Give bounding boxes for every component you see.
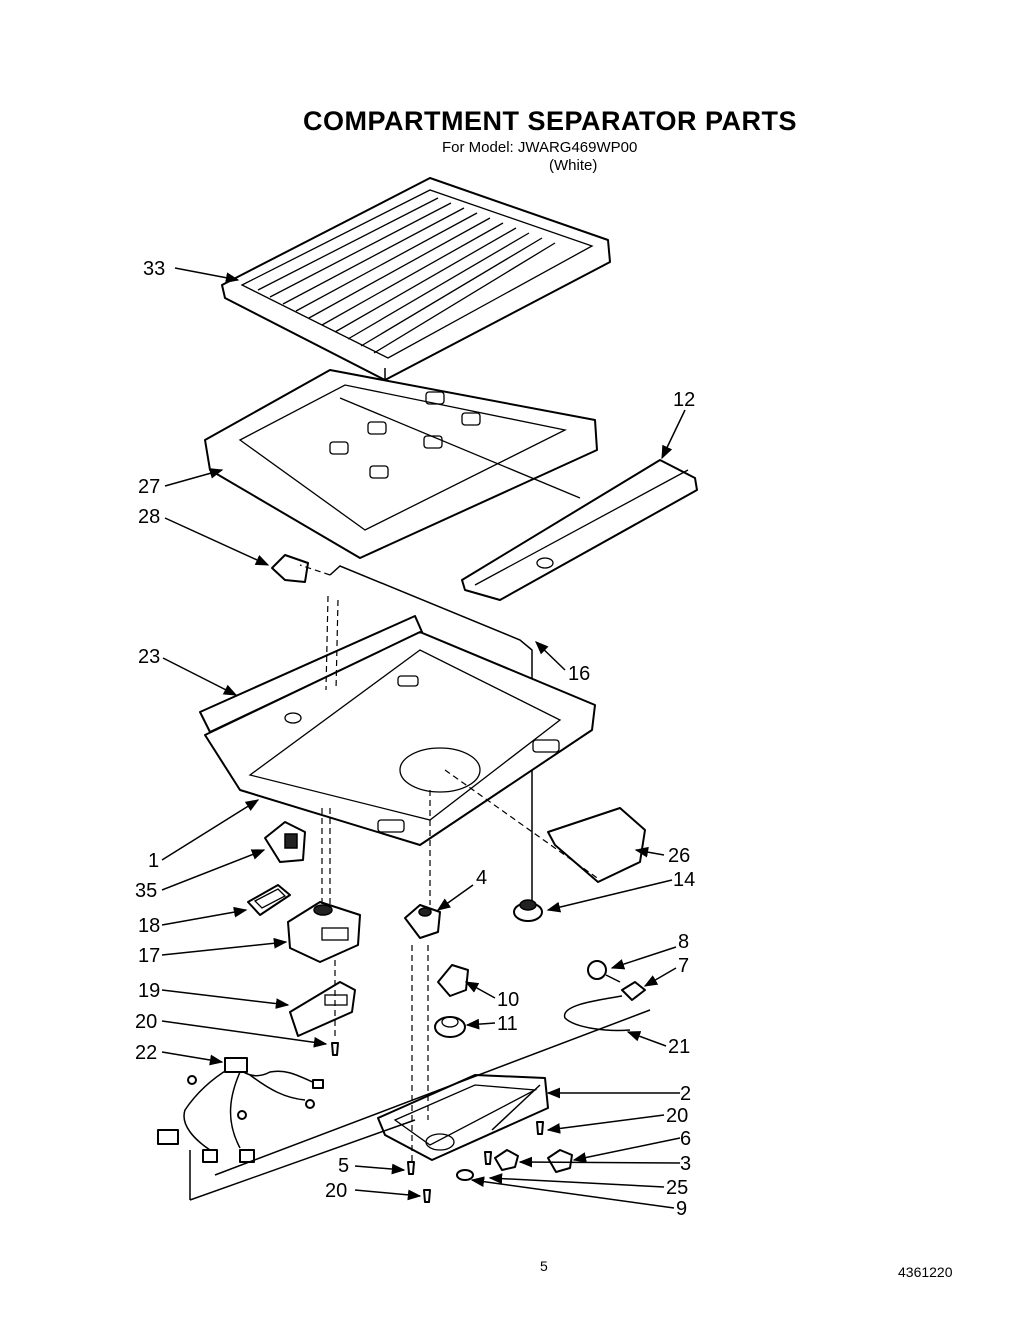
part-3-connector (494, 1149, 519, 1171)
connection-lines (189, 1009, 651, 1201)
part-18-filter (247, 884, 291, 916)
callout-33: 33 (143, 258, 165, 280)
page-number: 5 (540, 1258, 548, 1274)
callout-16: 16 (568, 663, 590, 685)
callout-10: 10 (497, 989, 519, 1011)
page-title: COMPARTMENT SEPARATOR PARTS (302, 106, 797, 136)
callout-28: 28 (138, 506, 160, 528)
part-26-insulation (547, 807, 646, 883)
part-17-housing (287, 901, 361, 963)
part-9-grommet (456, 1169, 474, 1181)
part-2-control-base (377, 1074, 549, 1161)
callout-2: 2 (680, 1083, 691, 1105)
callout-11: 11 (497, 1013, 518, 1035)
callout-25: 25 (666, 1177, 688, 1199)
callout-numbers: 33 12 27 28 23 16 1 35 26 14 4 18 17 8 7… (135, 258, 695, 1220)
callout-14: 14 (673, 869, 695, 891)
callout-20-b: 20 (666, 1105, 688, 1127)
document-number: 4361220 (898, 1264, 953, 1280)
callout-20-a: 20 (135, 1011, 157, 1033)
callout-4: 4 (476, 867, 487, 889)
callout-3: 3 (680, 1153, 691, 1175)
callout-35: 35 (135, 880, 157, 902)
part-33-grille (221, 177, 611, 381)
callout-27: 27 (138, 476, 160, 498)
callout-1: 1 (148, 850, 159, 872)
callout-26: 26 (668, 845, 690, 867)
callout-20-c: 20 (325, 1180, 347, 1202)
callout-9: 9 (676, 1198, 687, 1220)
part-14-grommet (513, 899, 543, 922)
model-line: For Model: JWARG469WP00 (442, 139, 638, 156)
part-20-screws (331, 1042, 544, 1203)
part-12-rail (461, 459, 698, 601)
color-line: (White) (549, 157, 598, 174)
callout-17: 17 (138, 945, 160, 967)
part-19-bracket (289, 981, 356, 1037)
callout-22: 22 (135, 1042, 157, 1064)
callout-12: 12 (673, 389, 695, 411)
callout-leaders (161, 267, 686, 1209)
part-22-harness (157, 1057, 324, 1163)
part-6-relay (547, 1149, 573, 1173)
part-10-thermostat (437, 964, 469, 997)
part-8-lamp (587, 960, 621, 983)
callout-6: 6 (680, 1128, 691, 1150)
part-23-base (199, 615, 596, 846)
part-4-sensor (404, 904, 441, 939)
part-28-pad (271, 554, 309, 583)
callout-19: 19 (138, 980, 160, 1002)
part-27-tray (204, 369, 598, 559)
part-21-lead (564, 995, 631, 1032)
part-11-knob (434, 1016, 466, 1038)
callout-21: 21 (668, 1036, 690, 1058)
callout-23: 23 (138, 646, 160, 668)
callout-18: 18 (138, 915, 160, 937)
callout-5: 5 (338, 1155, 349, 1177)
part-7-socket (621, 981, 646, 1001)
part-35-damper (264, 821, 306, 863)
assembly-guides (299, 564, 601, 1162)
callout-8: 8 (678, 931, 689, 953)
callout-7: 7 (678, 955, 689, 977)
